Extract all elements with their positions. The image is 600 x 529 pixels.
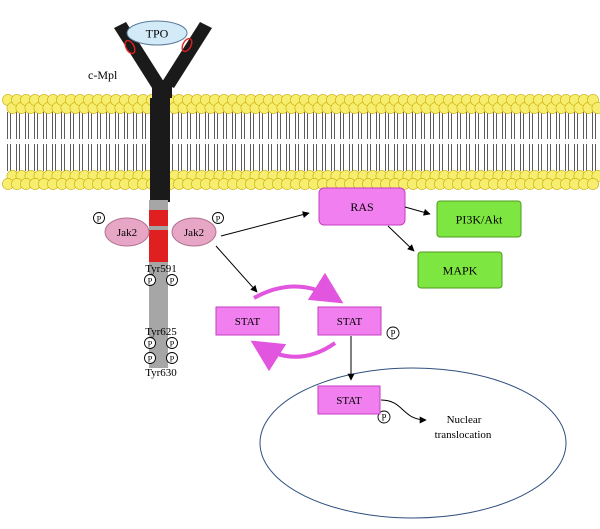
phosphate-tyr591-left: P [144,274,156,286]
receptor-box1-linker [149,226,168,230]
receptor-binding-site-right [181,37,193,53]
nuclear-caption-line2: translocation [435,429,492,441]
ras-label: RAS [350,200,373,214]
svg-text:P: P [216,214,221,224]
jak2-right-body [171,217,217,247]
jak2-right-label: Jak2 [184,227,204,239]
jak2-left: Jak2 [104,217,150,247]
mapk-node: MAPK [417,251,503,289]
jak2-left-label: Jak2 [117,227,137,239]
tyr630-label: Tyr630 [145,367,177,379]
tpo-ellipse [126,20,188,46]
stat-nucleus-label: STAT [336,395,362,407]
svg-text:P: P [170,276,175,286]
receptor-box1-lower [149,230,168,262]
stat-left-box [215,306,280,336]
stat-left-label: STAT [235,316,261,328]
svg-text:P: P [381,413,386,423]
phosphate-stat-right: P [386,326,400,340]
pathway-arrows [215,206,431,424]
receptor-left-arm [114,22,164,88]
ras-node: RAS [318,187,406,226]
stat-nucleus-box [317,385,381,415]
receptor-label: c-Mpl [88,68,118,82]
arrow-nuclear-translocation [380,399,427,424]
tpo-label: TPO [146,27,169,41]
pi3k-akt-box [436,200,522,238]
receptor-gray-juxtamembrane [149,200,168,210]
arrow-dimerization-top [253,272,344,304]
phosphate-tyr630-right: P [166,352,178,364]
jak2-left-body [104,217,150,247]
c-mpl-receptor: c-Mpl [88,22,212,368]
lipid-heads-inner [2,170,600,190]
receptor-stalk-extracellular [152,80,172,98]
stat-nucleus-node: STAT [317,385,381,415]
lipid-heads-outer [2,94,600,114]
tpo-ligand: TPO [126,20,188,46]
nucleus [259,367,567,519]
lipid-head [587,178,599,190]
cell-membrane [2,94,600,190]
stat-dimerization-arrows [250,272,344,372]
arrow-ras-to-mapk [387,225,415,252]
pi3k-akt-node: PI3K/Akt [436,200,522,238]
arrow-jak2-to-stat [215,245,258,293]
phosphate-tyr625-left: P [144,337,156,349]
arrow-dimerization-bottom [250,340,337,372]
ras-box [318,187,406,226]
svg-text:P: P [97,214,102,224]
phosphate-jak2-right: P [212,212,224,224]
lipid-tails [7,112,596,171]
stat-right-label: STAT [337,316,363,328]
phosphate-tyr591-right: P [166,274,178,286]
stat-right-box [317,306,382,336]
svg-text:P: P [148,276,153,286]
svg-text:P: P [148,354,153,364]
phosphate-jak2-left: P [93,212,105,224]
stat-right-node: STAT [317,306,382,336]
svg-text:P: P [170,354,175,364]
svg-text:P: P [170,339,175,349]
lipid-head [591,102,600,114]
receptor-binding-site-left [124,39,136,55]
phosphate-tyr630-left: P [144,352,156,364]
jak2-right: Jak2 [171,217,217,247]
arrow-ras-to-pi3k [404,206,431,216]
mapk-label: MAPK [443,264,478,278]
stat-left-node: STAT [215,306,280,336]
tyr625-label: Tyr625 [145,326,177,338]
nuclear-caption-line1: Nuclear [447,414,482,426]
svg-text:P: P [390,329,395,339]
receptor-transmembrane [150,98,170,202]
phosphate-stat-nucleus: P [377,410,391,424]
receptor-box1-upper [149,210,168,226]
receptor-right-arm [162,22,212,88]
arrow-jak2-to-ras [220,211,310,237]
mapk-box [417,251,503,289]
pi3k-akt-label: PI3K/Akt [456,213,503,227]
svg-text:P: P [148,339,153,349]
phosphate-groups: P P P P P P P P [93,212,400,424]
tyr591-label: Tyr591 [145,263,177,275]
phosphate-tyr625-right: P [166,337,178,349]
